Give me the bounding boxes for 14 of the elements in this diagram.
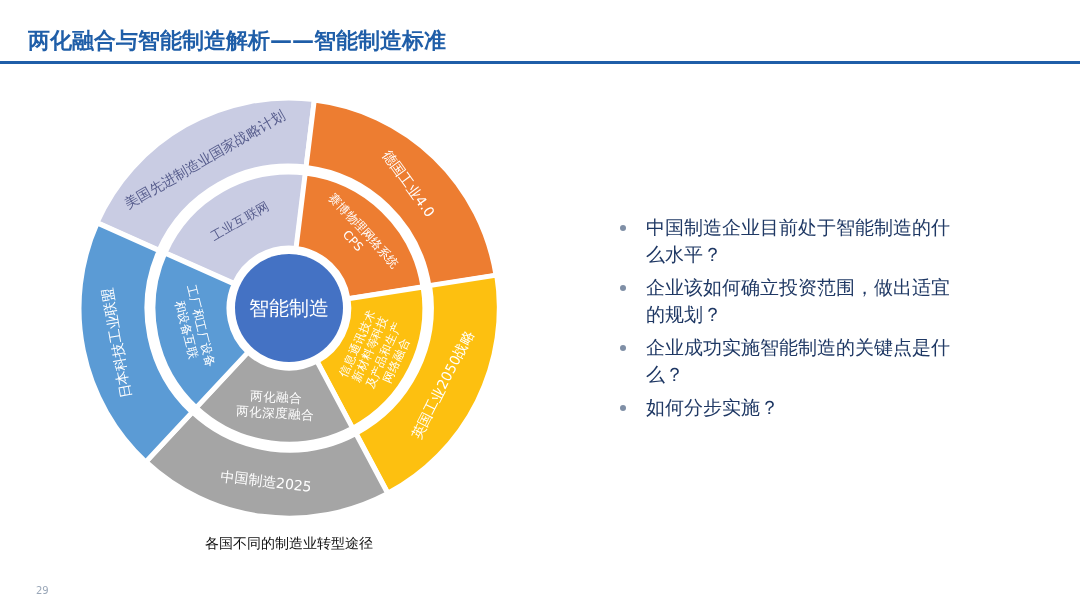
segment-label: 两化融合 两化深度融合 xyxy=(236,387,316,423)
segment-label: 工业互联网 xyxy=(207,197,272,244)
segment-label: 中国制造2025 xyxy=(219,468,313,497)
bullet-text: 中国制造企业目前处于智能制造的什么水平？ xyxy=(646,215,951,267)
center-label: 智能制造 xyxy=(249,294,329,322)
slide-title: 两化融合与智能制造解析——智能制造标准 xyxy=(28,27,446,55)
segment-label: 工厂和工厂设备和设备互联 xyxy=(171,283,218,371)
bullet-text: 企业成功实施智能制造的关键点是什么？ xyxy=(646,335,951,387)
bullet-text: 如何分步实施？ xyxy=(646,395,780,420)
segment-label: 信息通讯技术新材料等科技及产品和生产网络融合 xyxy=(334,306,414,393)
bullet-text: 企业该如何确立投资范围，做出适宜的规划？ xyxy=(646,275,951,327)
segment-label: 日本科技工业联盟 xyxy=(98,286,135,400)
figure-caption: 各国不同的制造业转型途径 xyxy=(204,535,374,553)
page-number: 29 xyxy=(36,585,49,596)
